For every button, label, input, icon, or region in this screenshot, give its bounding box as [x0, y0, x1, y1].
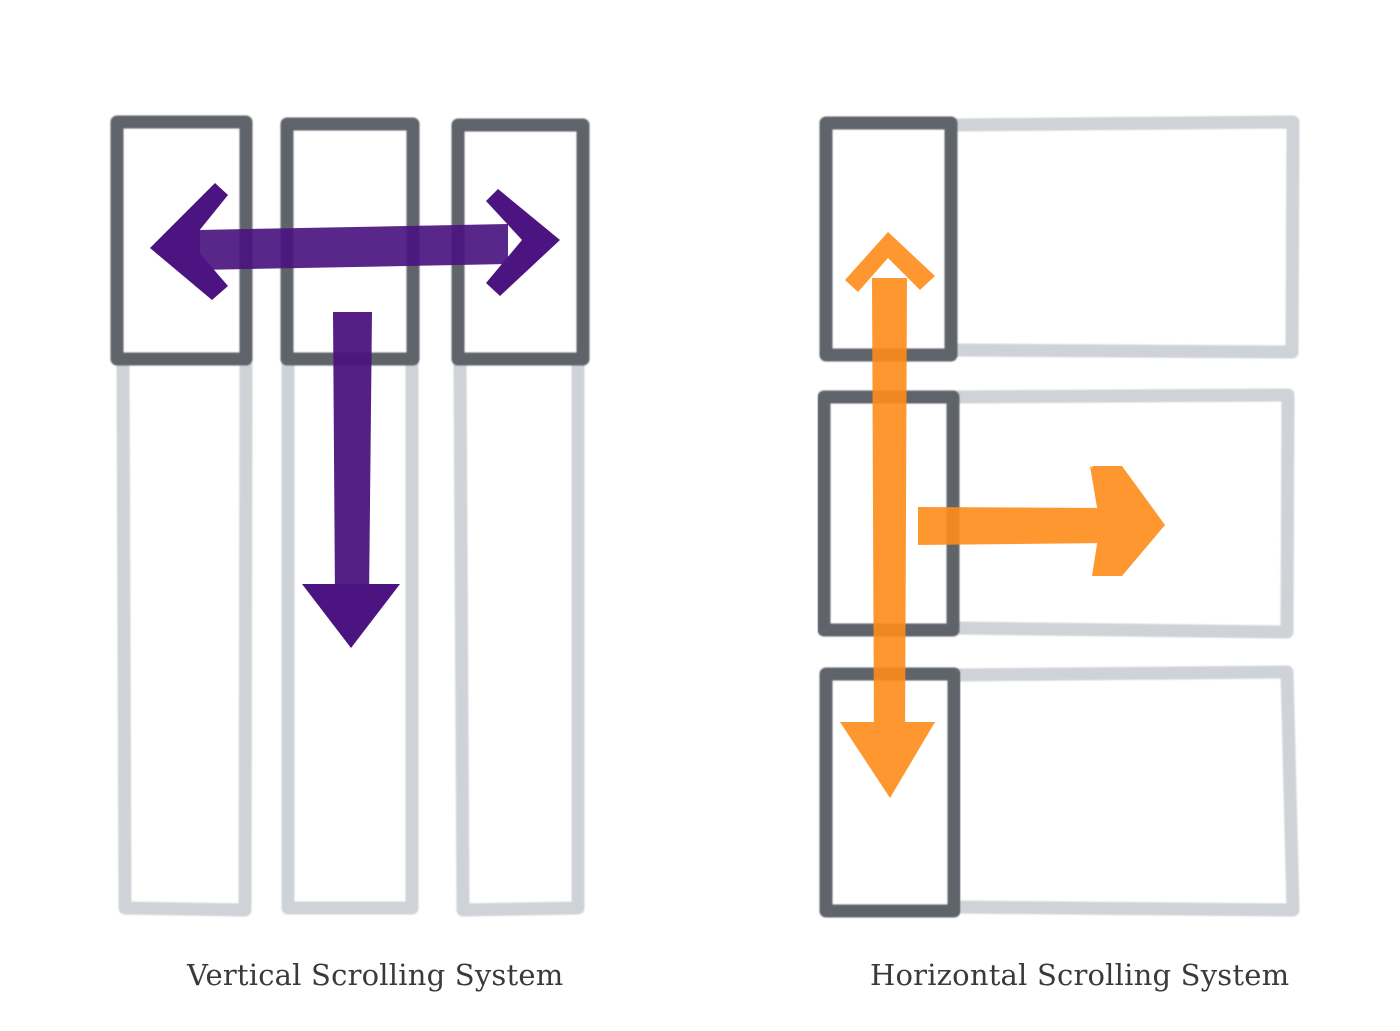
- vertical-offscreen-columns: [116, 358, 585, 917]
- vertical-scrolling-system: [110, 115, 590, 917]
- offscreen-row-1: [948, 115, 1300, 359]
- double-horizontal-arrow-icon: [150, 183, 560, 300]
- horizontal-offscreen-rows: [948, 115, 1300, 917]
- down-arrow-icon: [302, 312, 400, 648]
- double-vertical-arrow-icon: [840, 232, 935, 798]
- right-arrow-icon: [918, 466, 1165, 576]
- offscreen-row-2: [948, 388, 1295, 639]
- vertical-system-caption: Vertical Scrolling System: [187, 958, 564, 992]
- offscreen-column-2: [281, 358, 419, 915]
- horizontal-system-caption: Horizontal Scrolling System: [870, 958, 1290, 992]
- horizontal-scrolling-system: [817, 115, 1300, 918]
- offscreen-column-3: [453, 358, 585, 917]
- offscreen-row-3: [948, 665, 1300, 917]
- offscreen-column-1: [116, 358, 253, 917]
